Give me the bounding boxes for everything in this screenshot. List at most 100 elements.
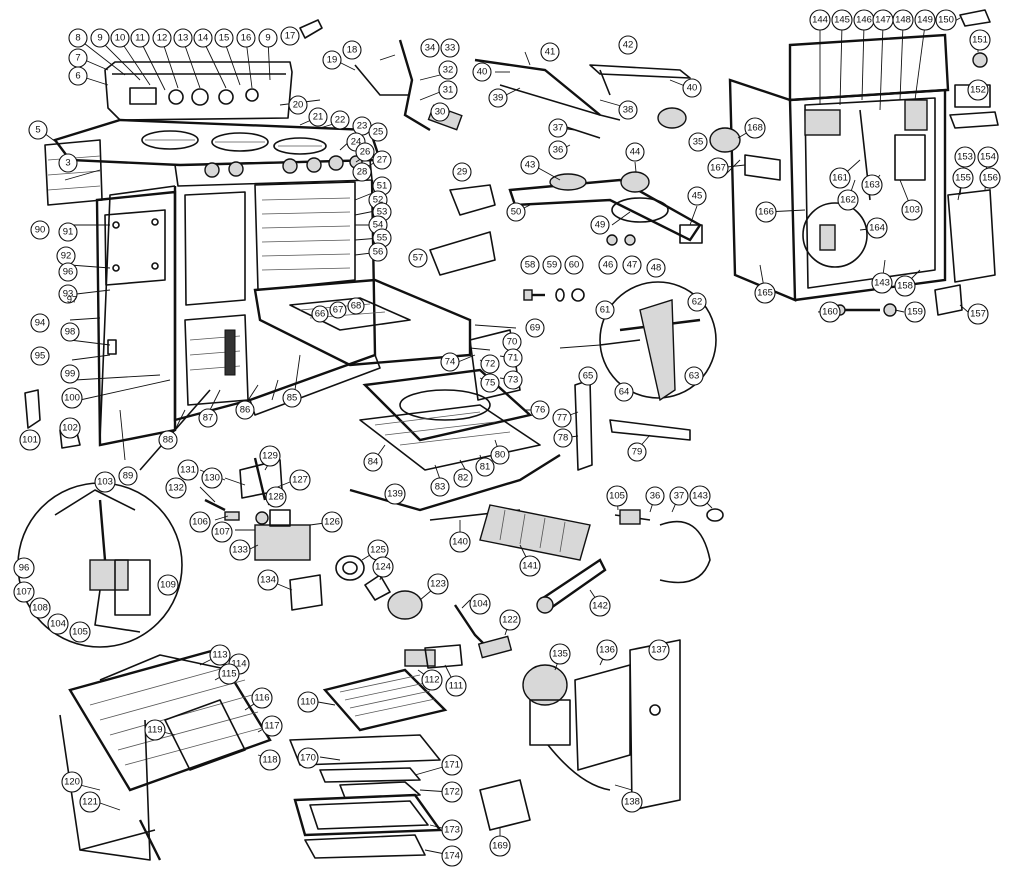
callout-72: 72 xyxy=(480,354,500,374)
callout-104b: 104 xyxy=(469,593,491,615)
callouts: 5 6 7 8 9 10 11 12 13 14 15 16 9 17 18 1… xyxy=(13,9,1001,867)
callout-label: 56 xyxy=(373,247,384,258)
callout-label: 26 xyxy=(360,147,371,158)
callout-label: 153 xyxy=(957,152,973,163)
callout-label: 96 xyxy=(63,267,74,278)
callout-label: 34 xyxy=(425,43,436,54)
callout-39: 39 xyxy=(488,88,508,108)
callout-label: 171 xyxy=(444,760,460,771)
callout-137: 137 xyxy=(648,639,670,661)
callout-label: 156 xyxy=(982,173,998,184)
callout-29: 29 xyxy=(452,162,472,182)
callout-label: 154 xyxy=(980,152,996,163)
callout-label: 104 xyxy=(50,619,66,630)
callout-145: 145 xyxy=(831,9,853,31)
callout-label: 37 xyxy=(553,123,564,134)
leader-lines xyxy=(39,17,991,856)
callout-label: 24 xyxy=(351,137,362,148)
callout-126: 126 xyxy=(321,511,343,533)
callout-label: 108 xyxy=(32,603,48,614)
callout-label: 67 xyxy=(333,305,344,316)
valve-assembly xyxy=(204,457,423,620)
callout-label: 52 xyxy=(373,195,384,206)
callout-label: 81 xyxy=(480,462,491,473)
callout-label: 71 xyxy=(508,353,519,364)
callout-label: 31 xyxy=(443,85,454,96)
callout-134: 134 xyxy=(257,569,279,591)
callout-label: 120 xyxy=(64,777,80,788)
callout-170: 170 xyxy=(297,747,319,769)
callout-69: 69 xyxy=(525,318,545,338)
callout-label: 12 xyxy=(157,33,168,44)
callout-131: 131 xyxy=(177,459,199,481)
callout-label: 16 xyxy=(241,33,252,44)
callout-label: 134 xyxy=(260,575,276,586)
callout-79: 79 xyxy=(627,442,647,462)
callout-label: 142 xyxy=(592,601,608,612)
callout-89: 89 xyxy=(118,466,138,486)
callout-label: 73 xyxy=(508,375,519,386)
callout-label: 17 xyxy=(285,31,296,42)
callout-label: 148 xyxy=(895,15,911,26)
callout-56: 56 xyxy=(368,242,388,262)
callout-149: 149 xyxy=(914,9,936,31)
callout-109: 109 xyxy=(157,574,179,596)
callout-61: 61 xyxy=(595,300,615,320)
callout-label: 122 xyxy=(502,615,518,626)
callout-label: 125 xyxy=(370,545,386,556)
callout-label: 173 xyxy=(444,825,460,836)
callout-27: 27 xyxy=(372,150,392,170)
callout-label: 131 xyxy=(180,465,196,476)
callout-119: 119 xyxy=(144,719,166,741)
callout-label: 112 xyxy=(424,675,439,686)
callout-36b: 36 xyxy=(645,486,665,506)
callout-label: 57 xyxy=(413,253,424,264)
callout-label: 150 xyxy=(938,15,954,26)
callout-label: 162 xyxy=(840,195,856,206)
callout-118: 118 xyxy=(259,749,281,771)
callout-57: 57 xyxy=(408,248,428,268)
callout-label: 143 xyxy=(692,491,708,502)
callout-41: 41 xyxy=(540,42,560,62)
callout-129: 129 xyxy=(259,445,281,467)
callout-161: 161 xyxy=(829,167,851,189)
burner-assembly xyxy=(508,171,703,246)
callout-66: 66 xyxy=(311,305,329,323)
callout-37b: 37 xyxy=(669,486,689,506)
callout-label: 107 xyxy=(214,527,230,538)
callout-151: 151 xyxy=(969,29,991,51)
callout-47: 47 xyxy=(622,255,642,275)
callout-label: 46 xyxy=(603,260,614,271)
callout-label: 27 xyxy=(377,155,388,166)
callout-146: 146 xyxy=(853,9,875,31)
callout-label: 90 xyxy=(35,225,46,236)
callout-label: 19 xyxy=(327,55,338,66)
callout-label: 79 xyxy=(632,447,643,458)
callout-label: 41 xyxy=(545,47,556,58)
callout-104: 104 xyxy=(47,613,69,635)
callout-label: 138 xyxy=(624,797,640,808)
callout-25: 25 xyxy=(368,122,388,142)
callout-33: 33 xyxy=(440,38,460,58)
callout-label: 92 xyxy=(61,251,72,262)
callout-label: 40 xyxy=(477,67,488,78)
callout-40b: 40 xyxy=(682,78,702,98)
callout-label: 53 xyxy=(377,207,388,218)
callout-label: 11 xyxy=(135,33,145,44)
callout-43: 43 xyxy=(520,155,540,175)
callout-5: 5 xyxy=(28,120,48,140)
callout-171: 171 xyxy=(441,754,463,776)
callout-label: 145 xyxy=(834,15,850,26)
callout-label: 29 xyxy=(457,167,468,178)
callout-label: 133 xyxy=(232,545,248,556)
callout-label: 25 xyxy=(373,127,384,138)
callout-label: 76 xyxy=(535,405,546,416)
callout-132: 132 xyxy=(165,477,187,499)
callout-label: 36 xyxy=(650,491,661,502)
callout-label: 60 xyxy=(569,260,580,271)
callout-97: 97 xyxy=(67,295,78,306)
callout-label: 69 xyxy=(530,323,541,334)
callout-label: 22 xyxy=(335,115,346,126)
clock-assembly xyxy=(479,639,681,831)
callout-140: 140 xyxy=(449,531,471,553)
